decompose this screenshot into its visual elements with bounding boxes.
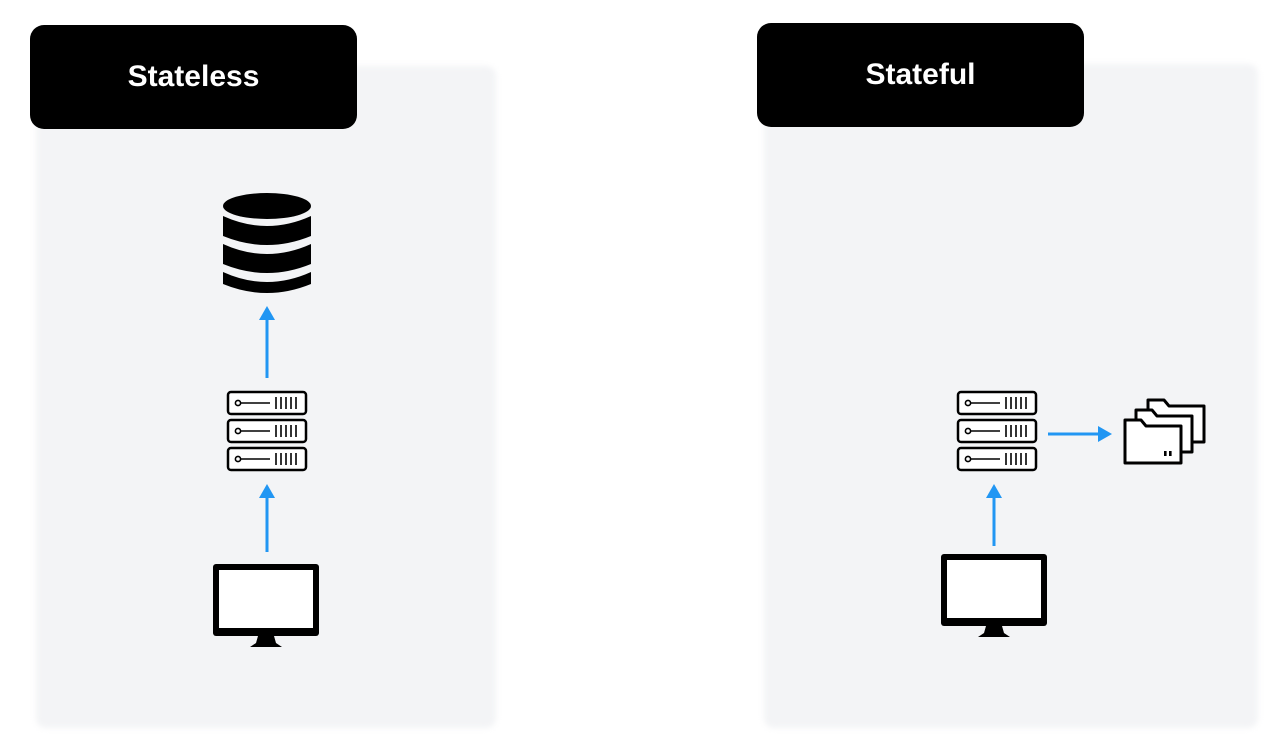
arrow-up-to-server (258, 484, 276, 554)
arrow-up-to-database (258, 306, 276, 380)
desktop-monitor-icon (212, 563, 320, 649)
desktop-monitor-icon (940, 553, 1048, 639)
stateless-title-label: Stateless (127, 60, 260, 93)
database-icon (222, 192, 312, 298)
stateful-title: Stateful (757, 23, 1084, 127)
folders-icon (1122, 396, 1208, 466)
arrow-right-to-folders (1046, 425, 1114, 443)
stateful-title-label: Stateful (865, 58, 976, 91)
stateless-title: Stateless (30, 25, 357, 129)
arrow-up-to-server (985, 484, 1003, 548)
server-rack-icon (226, 390, 308, 472)
server-rack-icon (956, 390, 1038, 472)
